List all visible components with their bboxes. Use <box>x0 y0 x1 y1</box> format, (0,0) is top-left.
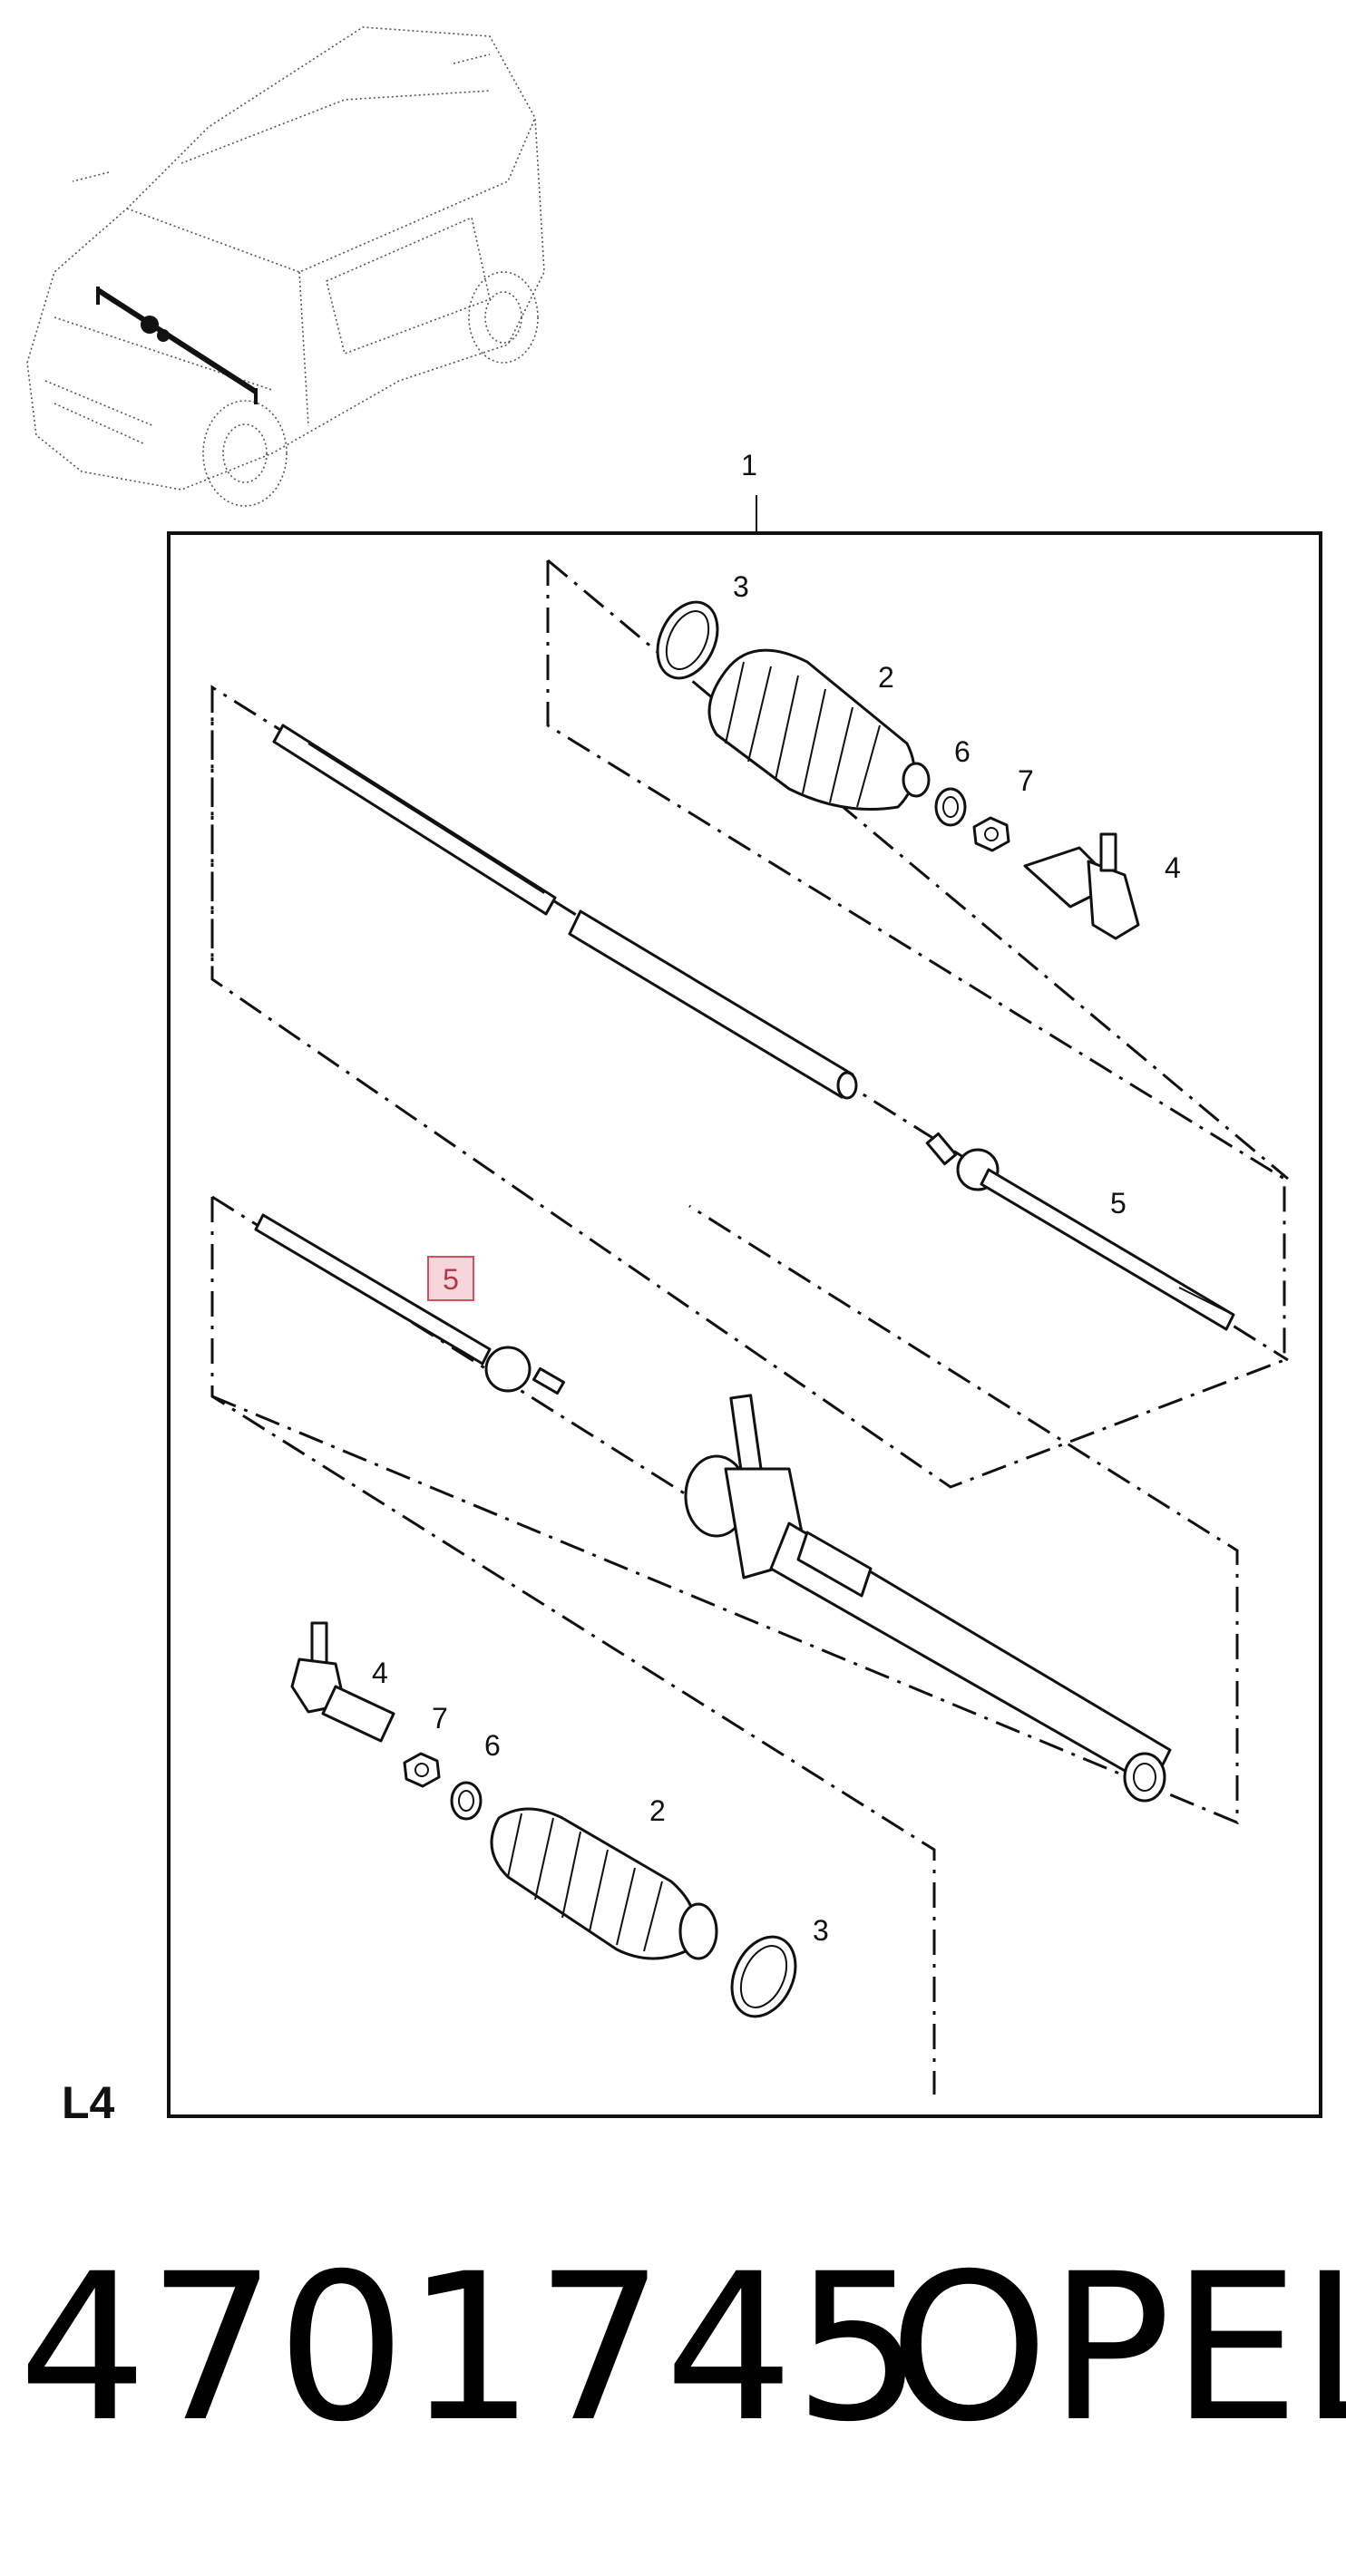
rack-bar-part <box>272 724 858 1100</box>
callout-boot-upper: 2 <box>878 661 894 694</box>
footer: 4701745 OPEL <box>0 2240 1346 2457</box>
steering-rack-diagram: 1 <box>26 26 1322 2128</box>
brand-name: OPEL <box>889 2230 1346 2466</box>
part-number: 4701745 <box>18 2230 923 2466</box>
callout-labels: 3 2 4 5 6 7 4 7 6 2 3 <box>372 570 1181 1947</box>
boot-lower-part <box>490 1807 718 1960</box>
boot-upper-part <box>707 648 931 811</box>
clamp-upper-part <box>656 600 719 680</box>
callout-tie-end-lower: 4 <box>372 1657 388 1689</box>
nut-upper-part <box>972 816 1010 852</box>
callout-inner-rod-upper: 5 <box>1110 1187 1127 1220</box>
callout-nut-lower: 7 <box>432 1702 448 1735</box>
inner-rod-upper-part <box>925 1132 1235 1331</box>
steering-gear-housing-part <box>684 1394 1172 1803</box>
callout-clip-upper: 6 <box>954 735 970 768</box>
clip-lower-part <box>450 1781 483 1821</box>
highlighted-callout-label: 5 <box>443 1263 459 1296</box>
section-label: L4 <box>62 2077 115 2128</box>
callout-nut-upper: 7 <box>1018 764 1034 797</box>
tie-end-upper-part <box>1023 832 1140 940</box>
assembly-callout: 1 <box>741 449 757 481</box>
nut-lower-part <box>403 1752 441 1788</box>
highlighted-callout[interactable]: 5 <box>427 1256 474 1301</box>
callout-clamp-upper: 3 <box>733 570 749 603</box>
callout-boot-lower: 2 <box>649 1794 666 1827</box>
inner-rod-lower-part <box>254 1213 565 1395</box>
assembly-callout-group: 1 <box>741 449 757 533</box>
assembly-frame <box>167 531 1322 2118</box>
clip-upper-part <box>934 787 967 827</box>
callout-tie-end-upper: 4 <box>1165 851 1181 884</box>
vehicle-locator-illustration <box>26 26 545 507</box>
callout-clamp-lower: 3 <box>813 1914 829 1947</box>
tie-end-lower-part <box>290 1621 395 1743</box>
callout-clip-lower: 6 <box>484 1729 501 1762</box>
clamp-lower-part <box>730 1935 797 2018</box>
